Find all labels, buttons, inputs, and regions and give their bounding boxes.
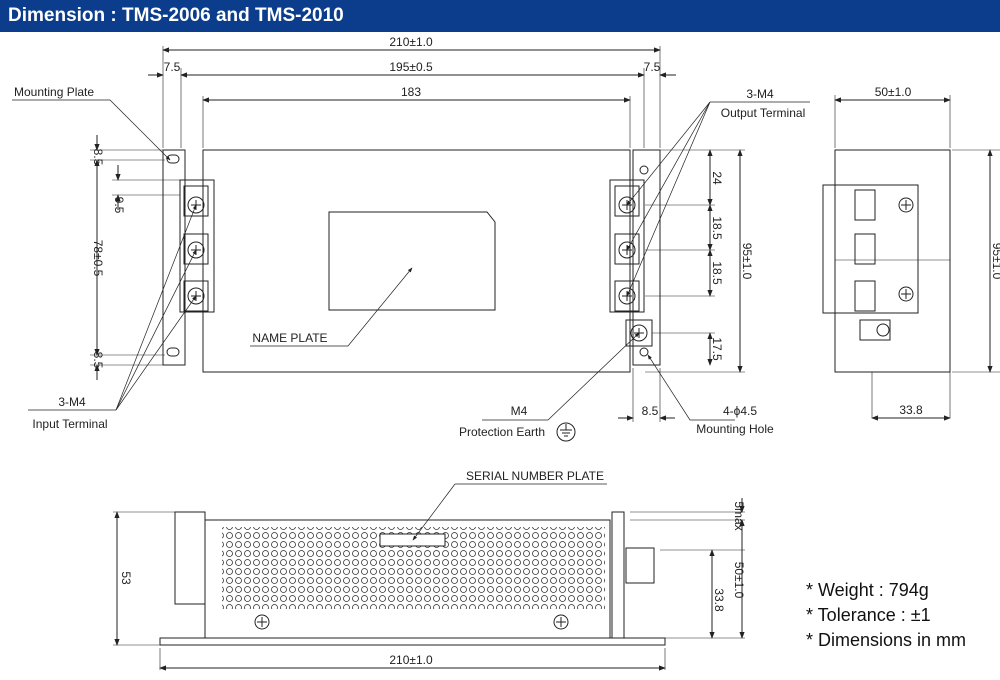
input-screw-1-icon [187, 196, 205, 214]
side-earth-terminal [859, 319, 891, 341]
dimension-drawing: 210±1.0 7.5 7.5 195±0.5 183 8.5 9.5 78±0… [12, 35, 1000, 671]
dim-bottom-height: 53 [119, 571, 133, 585]
dim-side-margin-left: 7.5 [164, 60, 181, 74]
bottom-earth-terminal [625, 547, 655, 584]
dim-left-terminal-offset: 9.5 [112, 197, 126, 214]
note-tolerance: * Tolerance : ±1 [806, 605, 931, 625]
bottom-view [113, 483, 745, 671]
dim-right-pitch-2: 18.5 [710, 261, 724, 285]
label-serial-plate: SERIAL NUMBER PLATE [466, 469, 604, 483]
title-bar: Dimension : TMS-2006 and TMS-2010 [0, 0, 1000, 32]
bottom-screw-right-icon [553, 614, 569, 630]
front-view [12, 46, 810, 442]
dim-side-margin-right: 7.5 [644, 60, 661, 74]
dim-left-bottom-offset: 8.5 [91, 352, 105, 369]
label-mounting-plate: Mounting Plate [14, 85, 94, 99]
note-weight: * Weight : 794g [806, 580, 929, 600]
dim-right-top: 24 [710, 171, 724, 185]
output-terminal-block [609, 179, 645, 313]
dim-bottom-depth: 50±1.0 [732, 562, 746, 599]
dim-mount-pitch: 195±0.5 [389, 60, 433, 74]
note-units: * Dimensions in mm [806, 630, 967, 650]
output-screw-1-icon [618, 196, 636, 214]
output-screw-3-icon [618, 287, 636, 305]
label-protection-earth: Protection Earth [459, 425, 545, 439]
name-plate [328, 211, 496, 311]
side-screw-bottom-icon [898, 286, 914, 302]
label-output-terminal: Output Terminal [721, 106, 806, 120]
page-title: Dimension : TMS-2006 and TMS-2010 [8, 5, 344, 26]
input-screw-3-icon [187, 287, 205, 305]
dim-side-height: 95±1.0 [990, 243, 1000, 280]
label-input-terminal: Input Terminal [32, 417, 107, 431]
bottom-screw-left-icon [254, 614, 270, 630]
side-terminal-block [822, 184, 919, 314]
label-hole-count: 4-ϕ4.5 [723, 404, 757, 418]
serial-number-plate [379, 533, 446, 547]
dim-overall-width: 210±1.0 [389, 35, 433, 49]
earth-symbol-icon [556, 422, 576, 442]
label-mounting-hole: Mounting Hole [696, 422, 774, 436]
label-earth-size: M4 [511, 404, 528, 418]
side-body [834, 149, 951, 373]
dim-left-span: 78±0.5 [91, 240, 105, 277]
dim-overall-height: 95±1.0 [740, 243, 754, 280]
label-input-count: 3-M4 [58, 395, 86, 409]
label-name-plate: NAME PLATE [252, 331, 327, 345]
output-screw-2-icon [618, 241, 636, 259]
label-output-count: 3-M4 [746, 87, 774, 101]
dim-right-pitch-1: 18.5 [710, 216, 724, 240]
dim-bottom-terminal-depth: 33.8 [712, 588, 726, 612]
dim-right-bottom: 17.5 [710, 337, 724, 361]
dim-left-top-offset: 8.5 [91, 149, 105, 166]
dim-hole-offset: 8.5 [642, 404, 659, 418]
input-screw-2-icon [187, 241, 205, 259]
dim-side-terminal-depth: 33.8 [899, 403, 923, 417]
right-bottom-hole [639, 347, 649, 357]
side-screw-top-icon [898, 197, 914, 213]
dim-bottom-width: 210±1.0 [389, 653, 433, 667]
dim-body-width: 183 [401, 85, 421, 99]
earth-screw-icon [630, 324, 648, 342]
left-mounting-plate [162, 149, 186, 366]
bottom-mounting-plate [159, 637, 666, 646]
bottom-label-block [174, 511, 206, 605]
side-view [822, 95, 1000, 421]
filter-body [202, 149, 631, 373]
spec-notes: * Weight : 794g * Tolerance : ±1 * Dimen… [806, 578, 966, 653]
dim-max-protrusion: 5max [732, 501, 746, 530]
left-bottom-slot [166, 347, 180, 357]
right-top-hole [639, 165, 649, 175]
dim-side-depth: 50±1.0 [875, 85, 912, 99]
